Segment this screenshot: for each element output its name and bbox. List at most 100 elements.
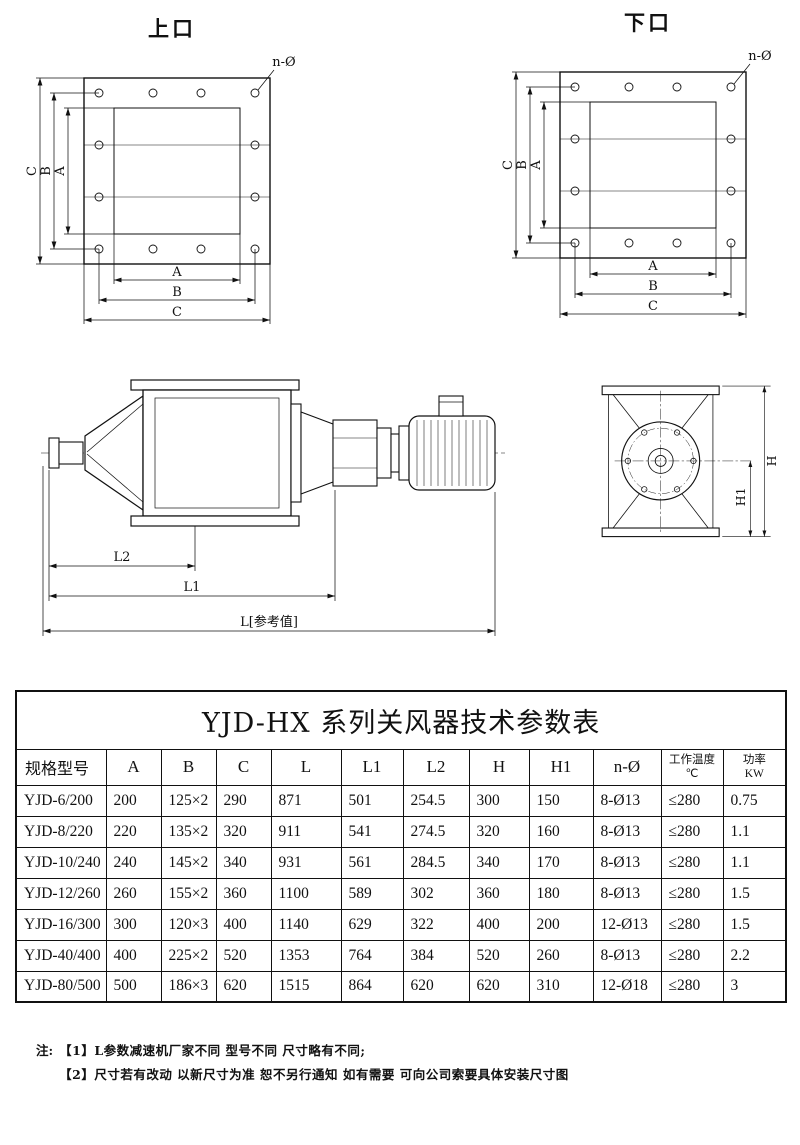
dim-a-left: A (53, 166, 68, 177)
flange-plate-outline (83, 77, 271, 265)
column-header: B (160, 748, 217, 786)
machine-outline (41, 379, 505, 527)
dimension-labels: A B C A B C n-Ø (25, 55, 296, 320)
value-cell: 1100 (270, 877, 342, 910)
value-cell: 180 (528, 877, 594, 910)
bolt-holes (94, 88, 260, 254)
dimension-labels: L2 L1 L[参考值] (114, 550, 298, 630)
value-cell: 8-Ø13 (592, 877, 662, 910)
top-flange-svg: A B C A B C n-Ø (25, 55, 296, 324)
motor-fins (416, 420, 488, 486)
value-cell: 8-Ø13 (592, 784, 662, 817)
model-cell: YJD-80/500 (15, 970, 107, 1003)
value-cell: 260 (105, 877, 162, 910)
shaft (58, 441, 84, 465)
value-cell: ≤280 (660, 877, 724, 910)
flange-plate-outline (559, 71, 747, 259)
notes-label: 注: (36, 1043, 54, 1058)
value-cell: 360 (215, 877, 272, 910)
column-header: L2 (402, 748, 470, 786)
value-cell: 520 (468, 939, 530, 972)
value-cell: 3 (722, 970, 787, 1003)
drive-plate (290, 403, 302, 503)
notes-lines: 【1】L参数减速机厂家不同 型号不同 尺寸略有不同; 【2】尺寸若有改动 以新尺寸… (59, 1040, 569, 1088)
value-cell: 864 (340, 970, 404, 1003)
dim-h-label: H (764, 455, 779, 466)
dim-a-bottom: A (171, 265, 182, 280)
dim-l-label: L[参考值] (240, 614, 298, 630)
value-cell: 302 (402, 877, 470, 910)
gearbox-step (376, 427, 392, 479)
bottom-flange-title: 下口 (624, 10, 672, 35)
dimension-labels: A B C A B C n-Ø (501, 49, 772, 314)
column-header: L (270, 748, 342, 786)
flange-outline-group (83, 77, 271, 265)
dim-l1-label: L1 (184, 580, 201, 595)
value-cell: 400 (105, 939, 162, 972)
dim-c-left: C (501, 160, 516, 170)
motor-terminal-box (438, 395, 464, 417)
value-cell: 340 (215, 846, 272, 879)
bottom-flange-svg: A B C A B C n-Ø (501, 49, 772, 318)
bolt-callout: n-Ø (272, 55, 295, 70)
value-cell: 520 (215, 939, 272, 972)
value-cell: 1.5 (722, 877, 787, 910)
dim-b-left: B (39, 166, 54, 176)
dim-c-bottom: C (172, 305, 182, 320)
value-cell: 300 (468, 784, 530, 817)
value-cell: 2.2 (722, 939, 787, 972)
value-cell: 1515 (270, 970, 342, 1003)
flange-opening-outline (589, 101, 717, 229)
value-cell: 561 (340, 846, 404, 879)
value-cell: 620 (215, 970, 272, 1003)
value-cell: 220 (105, 815, 162, 848)
value-cell: 155×2 (160, 877, 217, 910)
value-cell: 400 (215, 908, 272, 941)
model-cell: YJD-40/400 (15, 939, 107, 972)
column-header: 规格型号 (15, 748, 107, 786)
column-header: L1 (340, 748, 404, 786)
value-cell: 589 (340, 877, 404, 910)
top-flange-title: 上口 (148, 16, 196, 41)
value-cell: 1.1 (722, 846, 787, 879)
dim-l2-label: L2 (114, 550, 131, 565)
dim-b-left: B (515, 160, 530, 170)
value-cell: 200 (528, 908, 594, 941)
value-cell: 320 (215, 815, 272, 848)
reducer-bell (300, 411, 334, 495)
value-cell: 322 (402, 908, 470, 941)
bolt-callout: n-Ø (748, 49, 771, 64)
value-cell: 500 (105, 970, 162, 1003)
note-line: 【1】L参数减速机厂家不同 型号不同 尺寸略有不同; (59, 1043, 366, 1058)
model-cell: YJD-10/240 (15, 846, 107, 879)
end-view-svg: H1 H (601, 385, 779, 538)
value-cell: ≤280 (660, 908, 724, 941)
value-cell: 629 (340, 908, 404, 941)
value-cell: 340 (468, 846, 530, 879)
column-header: A (105, 748, 162, 786)
note-line: 【2】尺寸若有改动 以新尺寸为准 恕不另行通知 如有需要 可向公司索要具体安装尺… (59, 1067, 569, 1082)
value-cell: 8-Ø13 (592, 815, 662, 848)
value-cell: 300 (105, 908, 162, 941)
value-cell: ≤280 (660, 815, 724, 848)
value-cell: 274.5 (402, 815, 470, 848)
value-cell: 120×3 (160, 908, 217, 941)
value-cell: 1353 (270, 939, 342, 972)
model-cell: YJD-12/260 (15, 877, 107, 910)
bottom-flange-bar (130, 515, 300, 527)
dim-b-bottom: B (172, 285, 182, 300)
value-cell: 620 (402, 970, 470, 1003)
coupling (390, 433, 400, 473)
value-cell: 8-Ø13 (592, 846, 662, 879)
side-view-svg: L2 L1 L[参考值] (41, 379, 505, 636)
value-cell: 135×2 (160, 815, 217, 848)
dimension-lines (722, 385, 771, 537)
value-cell: 931 (270, 846, 342, 879)
flange-opening-outline (113, 107, 241, 235)
value-cell: 200 (105, 784, 162, 817)
